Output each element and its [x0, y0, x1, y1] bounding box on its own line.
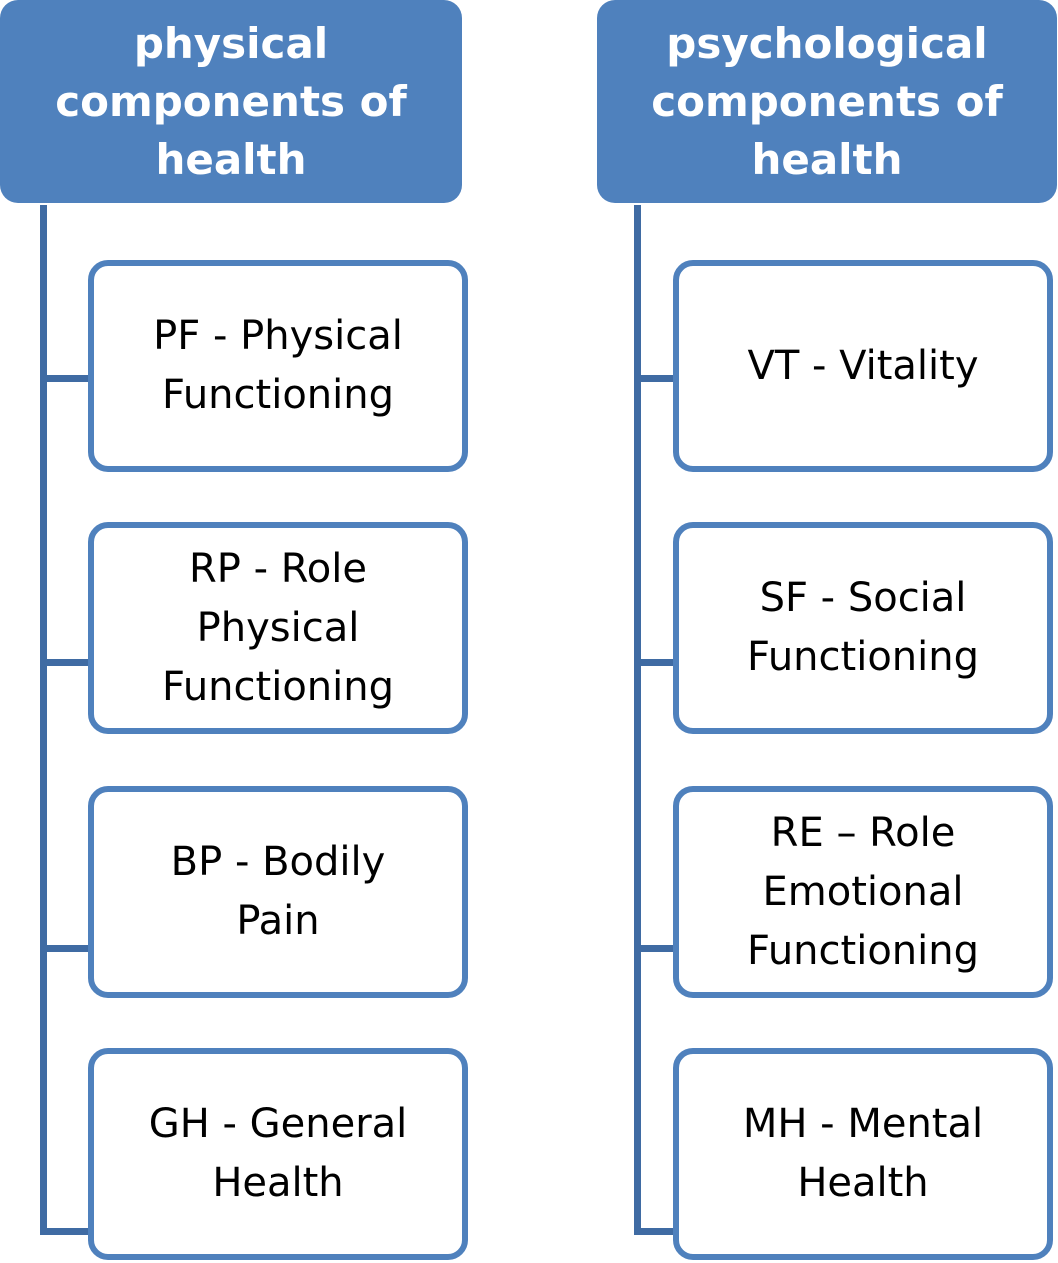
component-box-bp: BP - Bodily Pain — [88, 786, 468, 998]
connector-branch — [634, 659, 676, 666]
header-label: psychological components of health — [651, 18, 1003, 184]
component-box-pf: PF - Physical Functioning — [88, 260, 468, 472]
component-label: RE – Role Emotional Functioning — [747, 809, 979, 974]
component-label: SF - Social Functioning — [747, 575, 979, 680]
connector-branch — [40, 375, 90, 382]
component-box-gh: GH - General Health — [88, 1048, 468, 1260]
physical-tree-connector — [40, 205, 47, 1235]
connector-branch — [40, 659, 90, 666]
connector-branch — [634, 945, 676, 952]
component-box-rp: RP - Role Physical Functioning — [88, 522, 468, 734]
component-box-re: RE – Role Emotional Functioning — [673, 786, 1053, 998]
component-label: VT - Vitality — [747, 342, 979, 389]
component-label: RP - Role Physical Functioning — [162, 545, 394, 710]
connector-branch — [40, 945, 90, 952]
psychological-tree-connector — [634, 205, 641, 1235]
component-box-mh: MH - Mental Health — [673, 1048, 1053, 1260]
connector-branch — [40, 1228, 90, 1235]
component-label: MH - Mental Health — [742, 1101, 984, 1206]
component-label: PF - Physical Functioning — [153, 313, 403, 418]
header-label: physical components of health — [55, 18, 407, 184]
connector-branch — [634, 1228, 676, 1235]
component-box-sf: SF - Social Functioning — [673, 522, 1053, 734]
connector-branch — [634, 375, 676, 382]
component-label: BP - Bodily Pain — [170, 839, 386, 944]
physical-components-header: physical components of health — [0, 0, 462, 203]
psychological-components-header: psychological components of health — [597, 0, 1057, 203]
component-label: GH - General Health — [148, 1101, 408, 1206]
component-box-vt: VT - Vitality — [673, 260, 1053, 472]
